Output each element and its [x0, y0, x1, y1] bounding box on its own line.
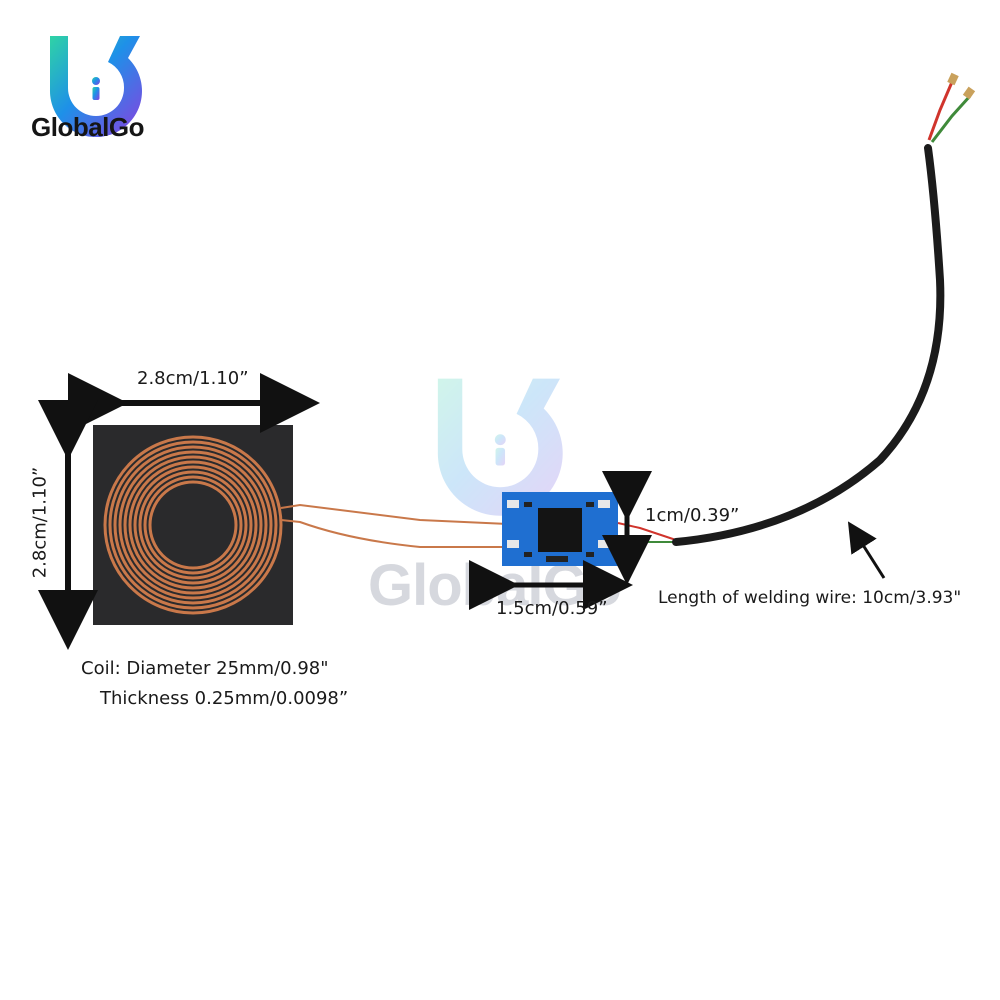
board-height-label: 1cm/0.39”: [645, 505, 740, 526]
copper-coil: [103, 435, 283, 615]
wire-tip-green: [930, 94, 972, 143]
welding-wire: [672, 144, 945, 546]
brand-name: GlobalGo: [31, 112, 145, 142]
coil-lead-top: [280, 503, 509, 525]
watermark-logo-icon: [437, 378, 563, 516]
coil-lead-bottom: [280, 519, 508, 548]
wire-length-label: Length of welding wire: 10cm/3.93": [658, 588, 962, 608]
pcb-board: [502, 492, 618, 566]
globalgo-logo-icon: [49, 36, 142, 138]
coil-height-label: 2.8cm/1.10”: [29, 466, 51, 579]
coil-thickness-spec: Thickness 0.25mm/0.0098”: [100, 688, 349, 709]
wire-length-pointer-arrow: [847, 521, 886, 579]
board-width-label: 1.5cm/0.59”: [496, 598, 608, 619]
coil-diameter-spec: Coil: Diameter 25mm/0.98": [81, 658, 329, 679]
wire-tip-red: [927, 81, 954, 141]
coil-width-label: 2.8cm/1.10”: [137, 368, 249, 389]
